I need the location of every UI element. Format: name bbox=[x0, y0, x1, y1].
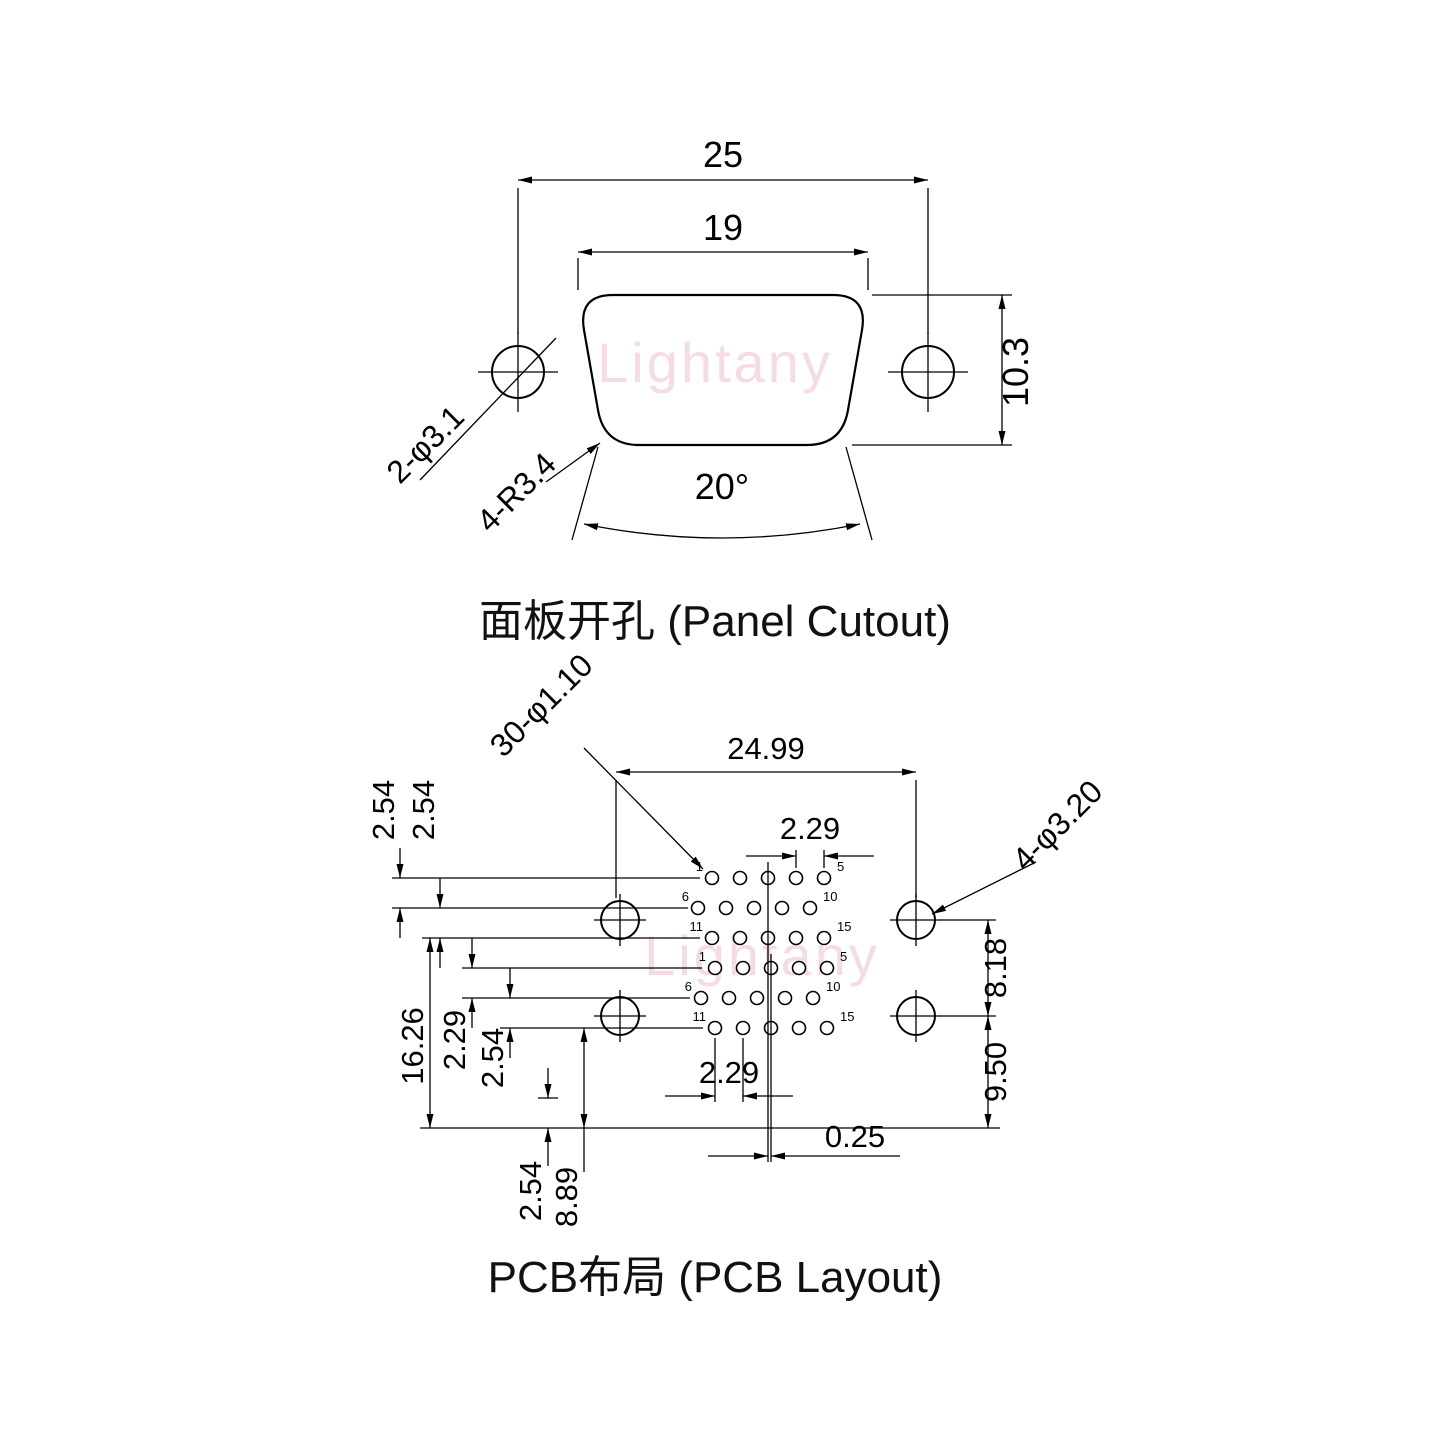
svg-text:5: 5 bbox=[837, 859, 844, 874]
dim-10-3-lines bbox=[852, 294, 1012, 446]
panel-cutout-title: 面板开孔 (Panel Cutout) bbox=[479, 597, 951, 646]
angle-20-lines bbox=[571, 446, 873, 541]
dim-229-top-lines bbox=[746, 850, 874, 868]
svg-text:10: 10 bbox=[823, 889, 837, 904]
callout-pin-holes-label: 30-φ1.10 bbox=[483, 647, 600, 764]
callout-corner-radius-label: 4-R3.4 bbox=[470, 446, 563, 539]
callout-mounting-holes-label: 4-φ3.20 bbox=[1005, 773, 1109, 877]
dim-025-label: 0.25 bbox=[825, 1119, 885, 1154]
callout-side-holes-label: 2-φ3.1 bbox=[379, 398, 471, 490]
svg-text:1: 1 bbox=[696, 859, 703, 874]
svg-text:10: 10 bbox=[826, 979, 840, 994]
svg-text:11: 11 bbox=[690, 919, 704, 934]
dim-950-label: 9.50 bbox=[978, 1042, 1013, 1102]
watermark-top: Lightany bbox=[597, 331, 833, 394]
svg-text:15: 15 bbox=[840, 1009, 854, 1024]
callout-mounting-holes-leader bbox=[931, 861, 1037, 915]
dim-19-lines bbox=[577, 248, 869, 290]
svg-text:11: 11 bbox=[693, 1009, 707, 1024]
dim-025-lines bbox=[708, 862, 900, 1162]
angle-20-label: 20° bbox=[695, 466, 749, 507]
dim-1626-label: 16.26 bbox=[395, 1007, 430, 1085]
svg-text:1: 1 bbox=[699, 949, 706, 964]
svg-text:6: 6 bbox=[685, 979, 692, 994]
pcb-layout-drawing: Lightany 1 5 6 bbox=[366, 647, 1109, 1302]
panel-centerlines bbox=[478, 332, 968, 412]
callout-pin-holes-leader bbox=[583, 747, 704, 870]
left-extension-lines bbox=[392, 877, 703, 1099]
dim-229-top-label: 2.29 bbox=[780, 811, 840, 846]
dim-229-bottom-label: 2.29 bbox=[699, 1055, 759, 1090]
dim-19-label: 19 bbox=[703, 207, 743, 248]
svg-text:15: 15 bbox=[837, 919, 851, 934]
pin-number-labels-bottom: 1 5 6 10 11 15 bbox=[685, 949, 855, 1024]
dim-10-3-label: 10.3 bbox=[995, 337, 1036, 407]
dim-254-4-label: 2.54 bbox=[513, 1161, 548, 1221]
svg-text:6: 6 bbox=[682, 889, 689, 904]
pin-number-labels-top: 1 5 6 10 11 15 bbox=[682, 859, 852, 934]
dim-25-label: 25 bbox=[703, 134, 743, 175]
dim-254-3-label: 2.54 bbox=[475, 1028, 510, 1088]
dim-254-2-label: 2.54 bbox=[406, 780, 441, 840]
svg-text:5: 5 bbox=[840, 949, 847, 964]
dim-25-lines bbox=[517, 176, 929, 334]
panel-cutout-drawing: Lightany 25 19 bbox=[379, 134, 1036, 646]
dim-229-left-label: 2.29 bbox=[437, 1010, 472, 1070]
dim-254-1-label: 2.54 bbox=[366, 780, 401, 840]
dsub-cutout-shape bbox=[582, 293, 864, 447]
dim-889-label: 8.89 bbox=[549, 1167, 584, 1227]
watermark-bottom: Lightany bbox=[644, 924, 880, 987]
callout-corner-radius-leader bbox=[545, 442, 601, 483]
pcb-layout-title: PCB布局 (PCB Layout) bbox=[488, 1253, 943, 1302]
dim-818-label: 8.18 bbox=[978, 938, 1013, 998]
pcb-mounting-centerlines bbox=[594, 894, 942, 1042]
callout-side-holes-leader bbox=[419, 337, 557, 481]
dim-2499-label: 24.99 bbox=[727, 731, 805, 766]
